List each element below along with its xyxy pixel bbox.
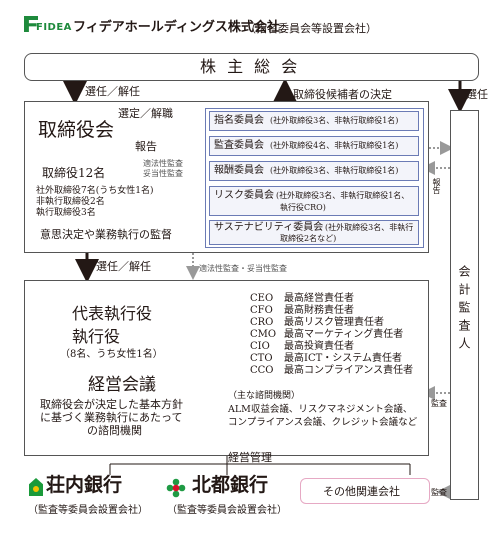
auditor-box xyxy=(450,110,479,500)
committee-nomination-members: (社外取締役3名、非執行取締役1名) xyxy=(270,116,399,125)
committee-sustainability xyxy=(209,220,419,245)
label-audit-legality-1: 適法性監査 xyxy=(143,159,183,168)
committee-audit xyxy=(209,136,419,156)
other-companies-label: その他関連会社 xyxy=(323,485,400,498)
mgmt-meeting-desc2: に基づく業務執行にあたって xyxy=(40,411,183,424)
label-audit-legality-2: 妥当性監査 xyxy=(143,169,183,178)
committee-audit-name: 監査委員会 xyxy=(214,140,264,151)
label-appoint-dismiss-mid: 選任／解任 xyxy=(96,260,151,273)
board-member-0: 社外取締役7名(うち女性1名) xyxy=(36,186,154,196)
board-role: 意思決定や業務執行の監督 xyxy=(40,228,172,241)
board-member-1: 非執行取締役2名 xyxy=(36,197,105,207)
committee-sustainability-members: (社外取締役3名、非執行 xyxy=(325,223,414,232)
committee-nomination xyxy=(209,111,419,131)
bank1-name: 荘内銀行 xyxy=(46,474,123,496)
committee-compensation-name: 報酬委員会 xyxy=(214,165,264,176)
label-candidate-decision: 取締役候補者の決定 xyxy=(293,88,392,101)
executives-title2: 執行役 xyxy=(72,327,121,346)
label-report-right: 報告 xyxy=(432,178,441,194)
committee-compensation-members: (社外取締役3名、非執行取締役1名) xyxy=(270,166,399,175)
company-name: フィデアホールディングス株式会社 xyxy=(73,20,280,35)
advisory-line2: コンプライアンス会議、クレジット会議など xyxy=(228,417,418,428)
fidea-logo: FIDEA xyxy=(24,16,72,36)
label-report: 報告 xyxy=(135,140,157,153)
company-note: （指名委員会等設置会社） xyxy=(245,22,377,35)
label-management: 経営管理 xyxy=(228,451,272,464)
bank1-note: （監査等委員会設置会社） xyxy=(28,505,148,516)
label-appoint-right: 選任 xyxy=(466,88,488,101)
committee-sustainability-members2: 取締役2名など) xyxy=(280,234,337,243)
executives-count: （8名、うち女性1名） xyxy=(60,349,163,360)
mgmt-meeting-desc3: の諮問機関 xyxy=(87,424,142,437)
committee-risk-members2: 執行役CRO) xyxy=(280,203,326,212)
logo-text: FIDEA xyxy=(36,22,72,33)
executives-box xyxy=(24,280,429,456)
label-audit-legality-bottom: 適法性監査・妥当性監査 xyxy=(199,264,287,273)
shareholders-meeting-label: 株 主 総 会 xyxy=(200,57,301,76)
committee-nomination-name: 指名委員会 xyxy=(214,115,264,126)
advisory-line1: ALM収益会議、リスクマネジメント会議、 xyxy=(228,404,413,415)
committee-risk-name: リスク委員会 xyxy=(214,190,274,201)
label-appoint-dismiss-top: 選任／解任 xyxy=(85,85,140,98)
board-count: 取締役12名 xyxy=(42,166,106,180)
bank1-logo-mark xyxy=(29,478,43,496)
shareholders-meeting-box xyxy=(24,53,479,81)
bank2-note: （監査等委員会設置会社） xyxy=(167,505,287,516)
committee-sustainability-name: サステナビリティ委員会 xyxy=(214,222,324,233)
executives-title1: 代表執行役 xyxy=(72,304,153,323)
other-companies-box xyxy=(300,478,430,504)
bank2-name: 北都銀行 xyxy=(192,474,269,496)
advisory-heading: （主な諮問機関） xyxy=(228,391,301,401)
committee-audit-members: (社外取締役4名、非執行取締役1名) xyxy=(270,141,399,150)
mgmt-meeting-desc1: 取締役会が決定した基本方針 xyxy=(40,398,183,411)
committee-compensation xyxy=(209,161,419,181)
label-select-dismiss: 選定／解職 xyxy=(118,107,173,120)
label-audit-2: 監査 xyxy=(431,488,447,497)
committee-risk xyxy=(209,186,419,216)
mgmt-meeting-title: 経営会議 xyxy=(88,375,156,395)
auditor-label: 会計監査人 xyxy=(457,265,471,355)
board-title: 取締役会 xyxy=(38,119,115,141)
label-audit-1: 監査 xyxy=(431,399,447,408)
board-member-2: 執行取締役3名 xyxy=(36,208,96,218)
committee-risk-members: (社外取締役3名、非執行取締役1名、 xyxy=(276,191,410,200)
